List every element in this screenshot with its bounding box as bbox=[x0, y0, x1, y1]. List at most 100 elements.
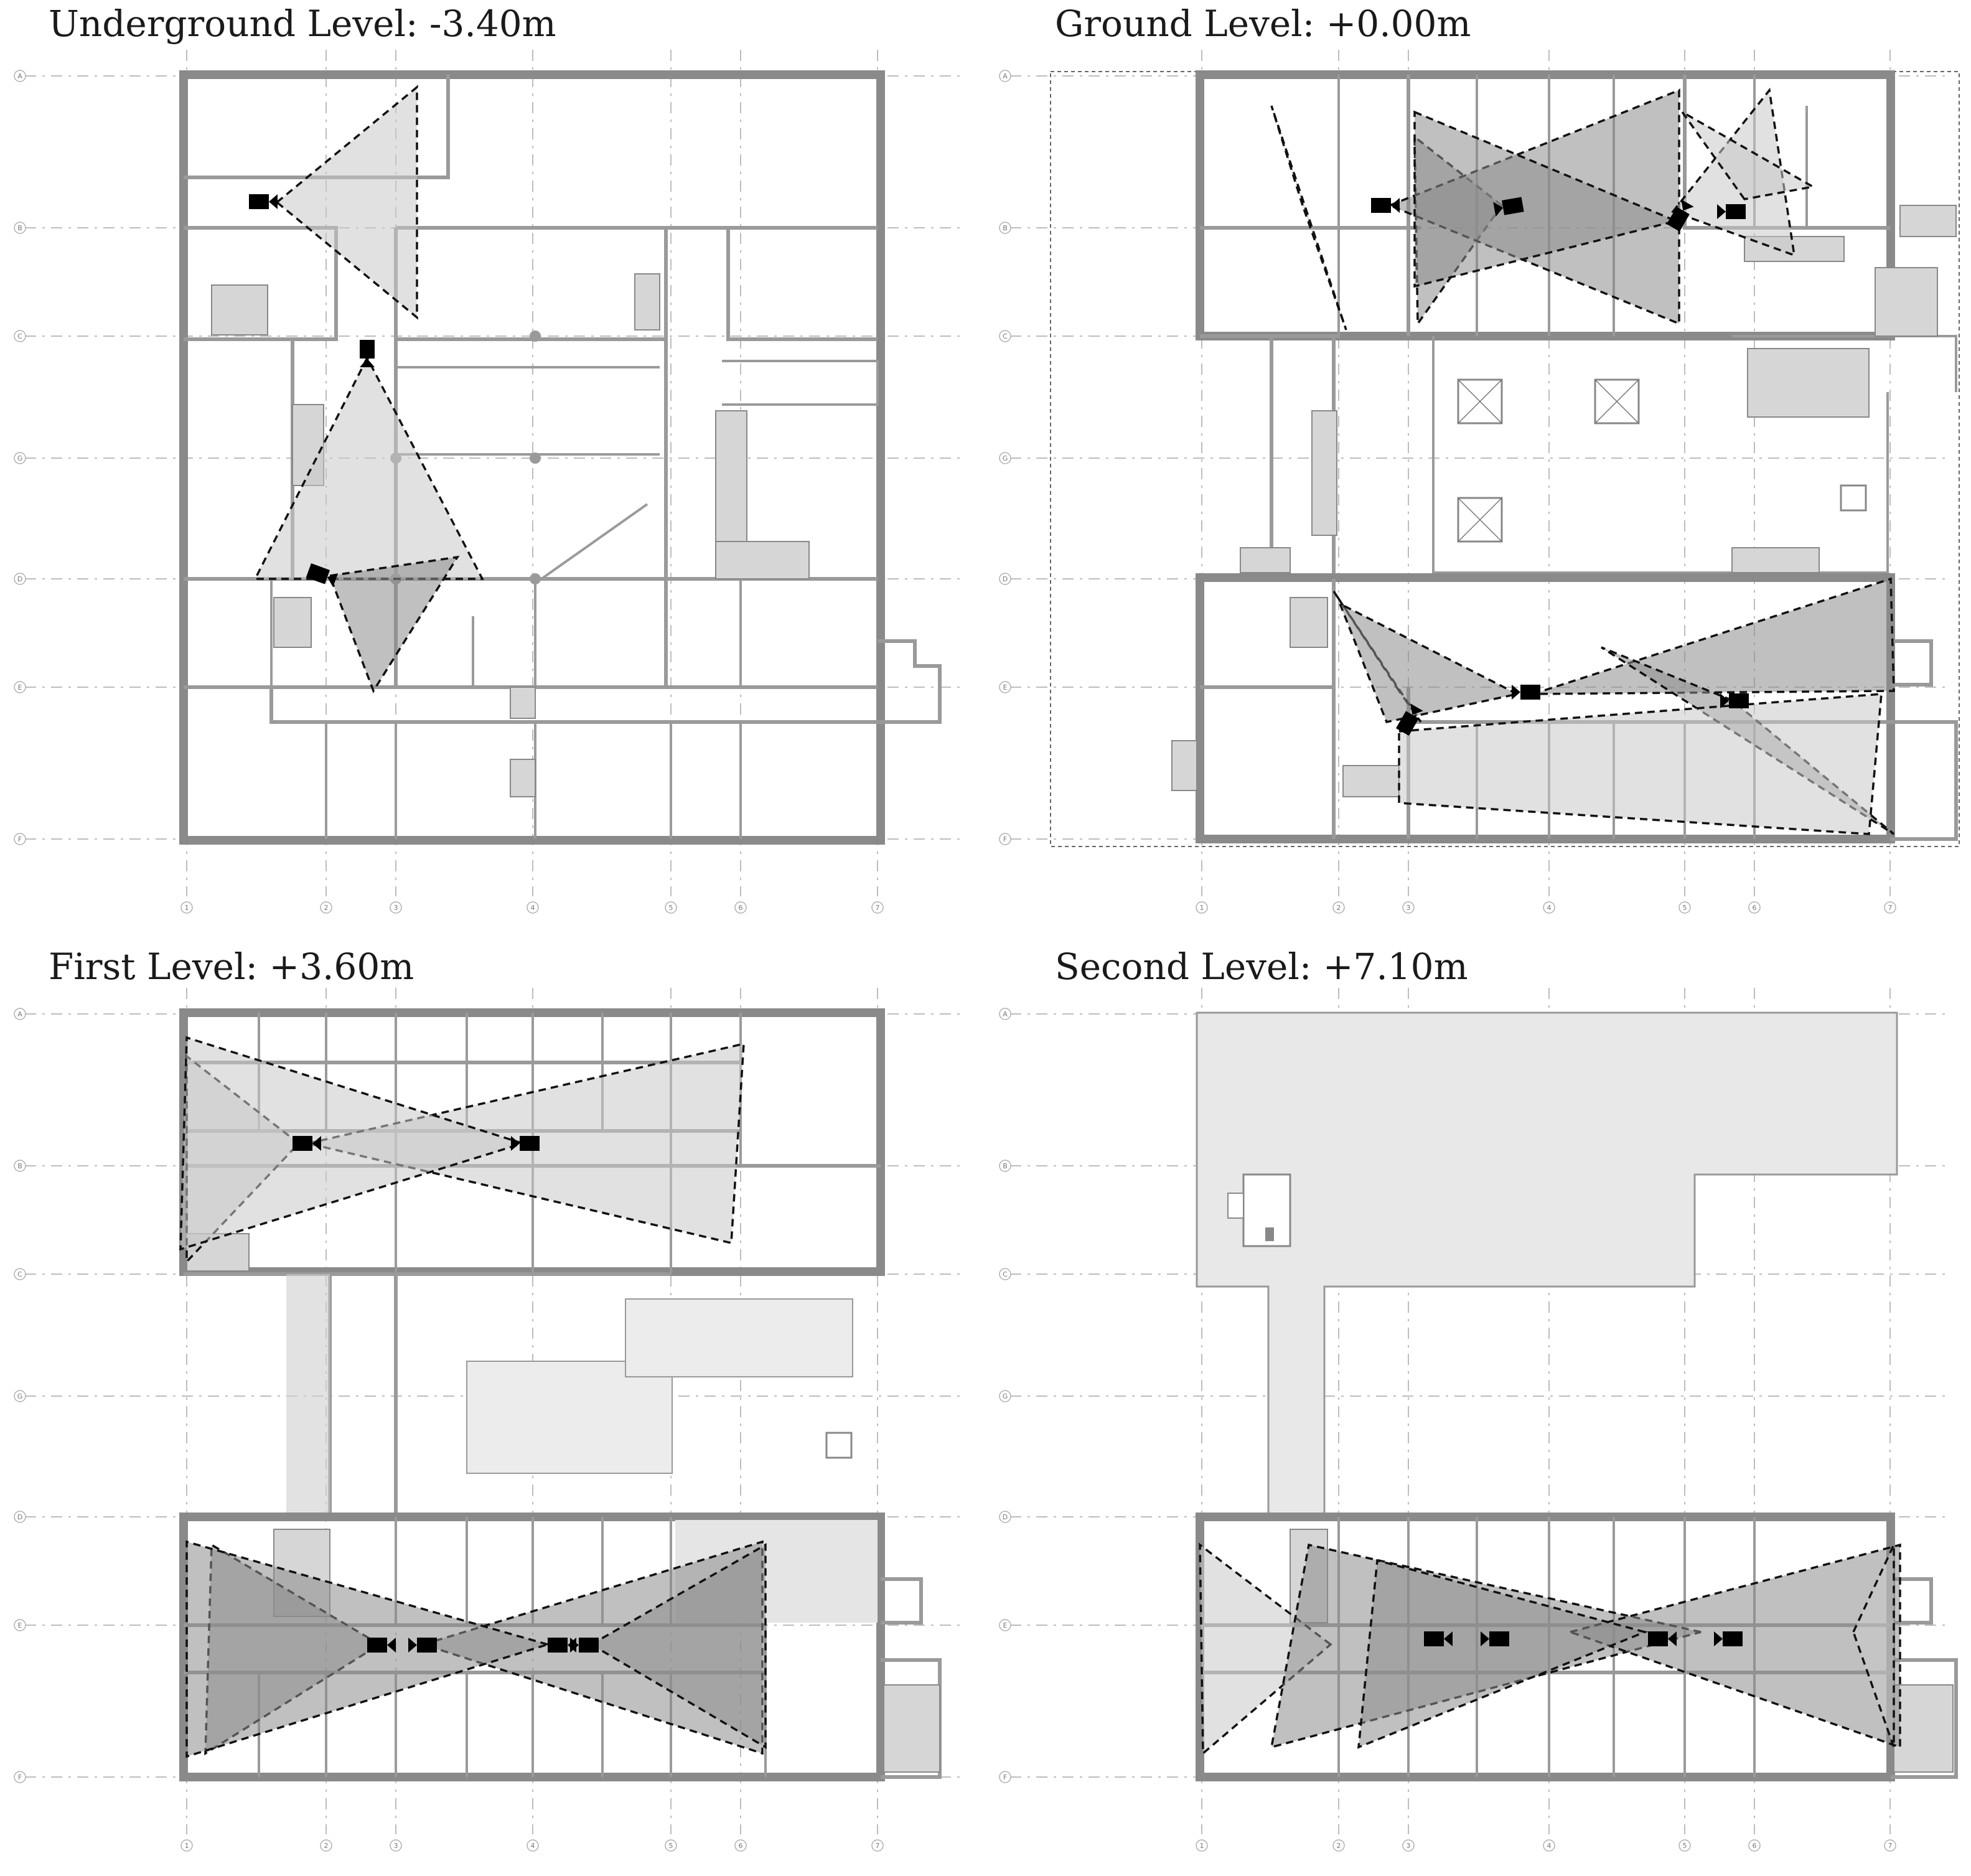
panel-title: Second Level: +7.10m bbox=[1055, 945, 1468, 988]
camera-icon bbox=[1424, 1631, 1453, 1646]
grid-label: D bbox=[17, 575, 22, 583]
grid-bubble bbox=[999, 573, 1011, 585]
grid-bubble bbox=[14, 330, 26, 342]
grid-label: 4 bbox=[1547, 904, 1552, 912]
grid-label: B bbox=[17, 224, 22, 232]
grid-label: 5 bbox=[669, 904, 673, 912]
annex-wall bbox=[1891, 1577, 1958, 1779]
grid-label: 3 bbox=[1407, 1842, 1411, 1850]
panel-title: Underground Level: -3.40m bbox=[49, 2, 556, 45]
grid-label: 6 bbox=[1753, 1842, 1757, 1850]
grid-bubble bbox=[999, 1008, 1011, 1020]
grid-label: E bbox=[18, 683, 22, 692]
camera-icon bbox=[570, 1638, 599, 1653]
grid-bubble bbox=[871, 1839, 884, 1852]
camera-icon bbox=[249, 194, 278, 209]
camera-icon bbox=[1396, 703, 1423, 736]
wall bbox=[722, 360, 879, 406]
camera-coverage-area bbox=[589, 1542, 767, 1750]
grid-bubble bbox=[390, 1839, 402, 1852]
grid-label: 1 bbox=[185, 904, 189, 912]
annex-wall bbox=[1890, 639, 1958, 841]
grid-bubble bbox=[180, 901, 193, 914]
panel-title: Ground Level: +0.00m bbox=[1055, 2, 1471, 45]
camera-icon bbox=[1512, 685, 1540, 700]
camera-icon bbox=[408, 1638, 437, 1653]
grid-label: 7 bbox=[1888, 1842, 1893, 1850]
grid-label: 5 bbox=[669, 1842, 673, 1850]
grid-label: B bbox=[1003, 1162, 1008, 1170]
grid-bubble bbox=[14, 1268, 26, 1280]
grid-bubble bbox=[734, 901, 747, 914]
camera-coverage-area bbox=[1681, 111, 1817, 200]
grid-label: F bbox=[18, 835, 22, 843]
grid-bubble bbox=[1678, 1839, 1691, 1852]
camera-icon bbox=[306, 563, 339, 588]
grid-label: 7 bbox=[876, 1842, 880, 1850]
grid-bubble bbox=[14, 1390, 26, 1402]
wall bbox=[664, 228, 878, 687]
grid-label: 7 bbox=[1888, 904, 1893, 912]
grid-label: D bbox=[1003, 1513, 1008, 1521]
grid-bubble bbox=[527, 901, 539, 914]
wall bbox=[269, 687, 878, 724]
grid-bubble bbox=[14, 1008, 26, 1020]
grid-bubble bbox=[1884, 901, 1896, 914]
grid-label: 6 bbox=[1753, 904, 1757, 912]
grid-label: A bbox=[1003, 72, 1008, 80]
grid-bubble bbox=[390, 901, 402, 914]
grid-bubble bbox=[999, 222, 1011, 234]
grid-label: F bbox=[1003, 835, 1007, 843]
wall bbox=[270, 579, 742, 722]
camera-coverage-area bbox=[1337, 601, 1521, 724]
annex-wall bbox=[878, 639, 942, 724]
grid-bubble bbox=[1748, 1839, 1761, 1852]
grid-bubble bbox=[999, 833, 1011, 845]
wall bbox=[1432, 335, 1957, 574]
grid-bubble bbox=[999, 1619, 1011, 1631]
grid-bubble bbox=[527, 1839, 539, 1852]
wall bbox=[395, 1517, 672, 1625]
grid-bubble bbox=[999, 1771, 1011, 1783]
grid-bubble bbox=[665, 1839, 677, 1852]
grid-label: 7 bbox=[876, 904, 880, 912]
grid-bubble bbox=[14, 681, 26, 693]
building-outline bbox=[1196, 70, 1895, 340]
stairs bbox=[883, 1684, 940, 1773]
grid-label: C bbox=[17, 1270, 22, 1278]
grid-label: E bbox=[18, 1621, 22, 1630]
grid-bubble bbox=[14, 1511, 26, 1523]
corridor bbox=[286, 1274, 330, 1517]
grid-bubble bbox=[1402, 1839, 1415, 1852]
grid-label: 3 bbox=[394, 1842, 398, 1850]
grid-bubble bbox=[14, 222, 26, 234]
grid-label: 2 bbox=[324, 904, 329, 912]
camera-coverage-area bbox=[179, 1036, 527, 1251]
grid-bubble bbox=[999, 1390, 1011, 1402]
grid-label: 1 bbox=[1200, 904, 1204, 912]
grid-bubble bbox=[999, 1268, 1011, 1280]
stairs bbox=[211, 273, 810, 797]
camera-icon bbox=[1667, 199, 1694, 232]
grid-label: C bbox=[1003, 332, 1008, 340]
camera-coverage-area bbox=[1398, 693, 1883, 835]
camera-icon bbox=[360, 340, 375, 367]
grid-bubble bbox=[14, 70, 26, 82]
camera-icon bbox=[367, 1638, 396, 1653]
grid-bubble bbox=[1196, 1839, 1208, 1852]
roof-structure bbox=[1227, 1193, 1244, 1219]
grid-label: A bbox=[17, 72, 22, 80]
camera-coverage-area bbox=[328, 555, 460, 693]
camera-coverage-area bbox=[1852, 1544, 1895, 1748]
roof bbox=[1196, 1011, 1898, 1518]
camera-icon bbox=[293, 1136, 321, 1151]
grid-label: G bbox=[1003, 1392, 1008, 1400]
grid-bubble bbox=[320, 901, 332, 914]
wall bbox=[540, 503, 648, 580]
camera-coverage-area bbox=[253, 355, 484, 580]
grid-label: D bbox=[1003, 575, 1008, 583]
